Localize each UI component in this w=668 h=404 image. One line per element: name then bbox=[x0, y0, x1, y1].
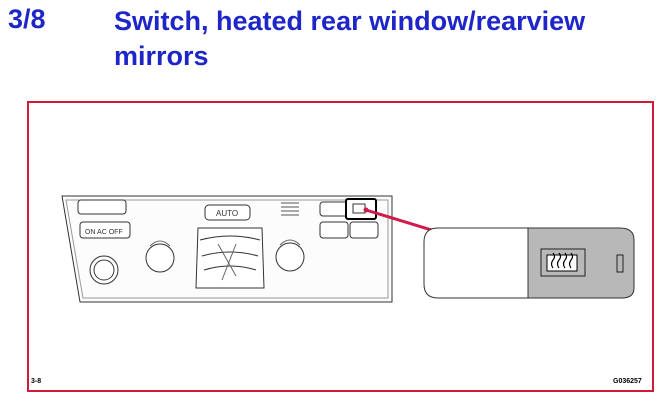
image-id: G036257 bbox=[613, 378, 642, 385]
magnified-switch bbox=[423, 227, 635, 299]
rear-defrost-icon bbox=[546, 252, 578, 272]
climate-control-panel bbox=[61, 195, 393, 303]
front-defrost-button[interactable] bbox=[319, 201, 349, 217]
seat-heat-right-button[interactable] bbox=[349, 221, 379, 239]
ac-button[interactable] bbox=[79, 221, 131, 239]
right-temp-knob[interactable] bbox=[275, 242, 305, 272]
page-reference: 3-8 bbox=[31, 378, 42, 385]
recirc-button[interactable] bbox=[77, 199, 127, 215]
section-number: 3/8 bbox=[8, 4, 46, 34]
page-title: Switch, heated rear window/rearview mirr… bbox=[114, 6, 586, 71]
indicator-led bbox=[616, 254, 624, 273]
auto-button[interactable] bbox=[204, 204, 251, 221]
seat-heat-left-button[interactable] bbox=[319, 221, 349, 239]
vent-slots bbox=[281, 202, 299, 216]
ac-label: ON AC OFF bbox=[85, 229, 123, 236]
air-direction-icon bbox=[195, 227, 265, 289]
auto-label: AUTO bbox=[216, 209, 238, 218]
left-temp-knob[interactable] bbox=[145, 243, 175, 273]
figure-frame bbox=[27, 101, 654, 392]
